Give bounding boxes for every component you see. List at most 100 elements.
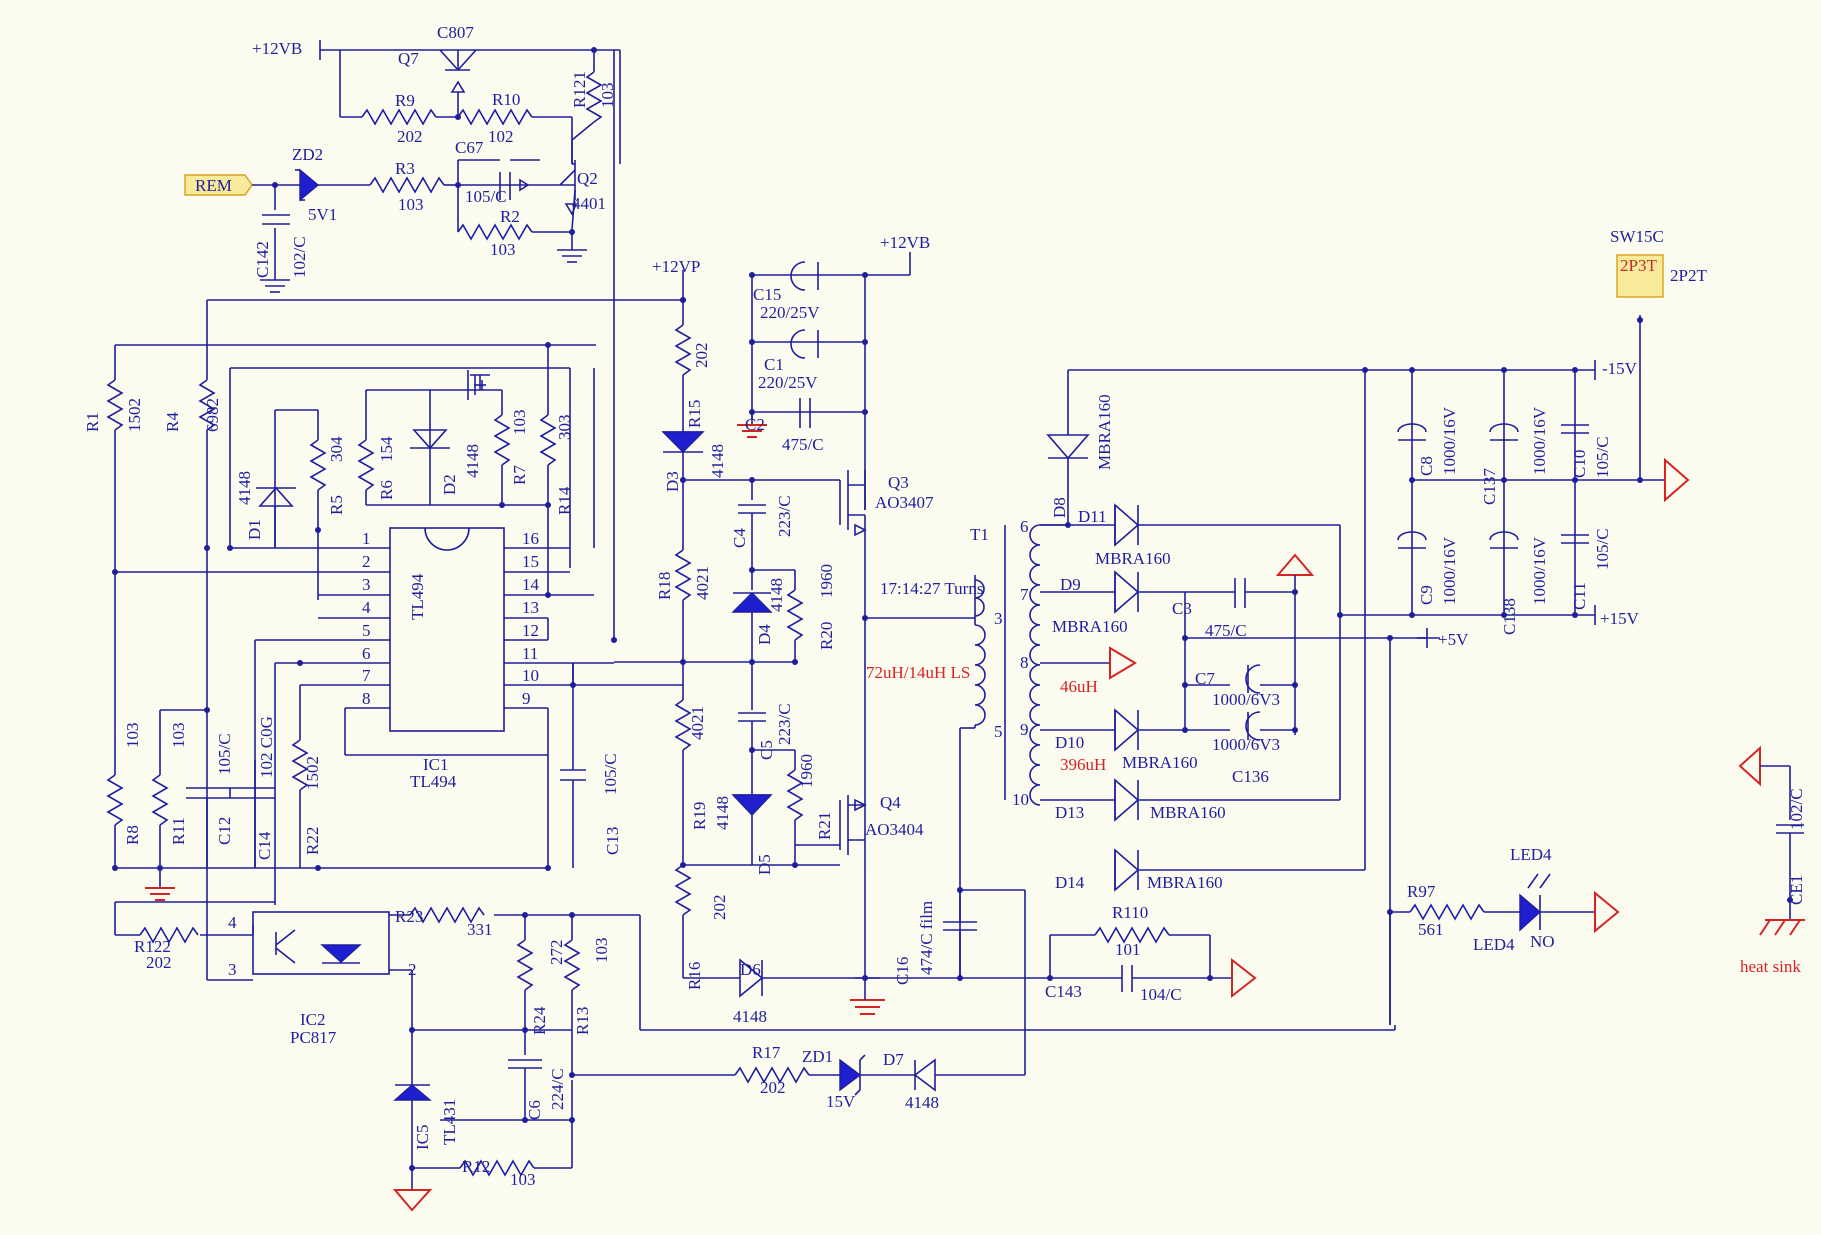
net-label-m15v: -15V [1602, 359, 1638, 378]
value-zd1: 15V [826, 1092, 856, 1111]
value-d4: 4148 [767, 578, 786, 612]
value-r10: 102 [488, 127, 514, 146]
ic5-part: TL431 [440, 1099, 459, 1145]
value-r11: 103 [169, 723, 188, 749]
t1-pin-10: 10 [1012, 790, 1029, 809]
t1-ref: T1 [970, 525, 989, 544]
value-c7: 1000/6V3 [1212, 690, 1280, 709]
label-r2: R2 [500, 207, 520, 226]
label-r11: R11 [169, 817, 188, 845]
label-r19: R19 [690, 802, 709, 830]
label-r20: R20 [817, 622, 836, 650]
label-c10: C10 [1570, 450, 1589, 478]
value-d5: 4148 [713, 796, 732, 830]
label-c13: C13 [603, 827, 622, 855]
label-c137: C137 [1480, 468, 1499, 505]
label-c142: C142 [253, 241, 272, 278]
ic1-pin-12: 12 [522, 621, 539, 640]
value-r8: 103 [123, 723, 142, 749]
ic1-pin-3: 3 [362, 575, 371, 594]
label-r9: R9 [395, 91, 415, 110]
l46-label: 46uH [1060, 677, 1098, 696]
label-r6: R6 [377, 480, 396, 500]
label-zd1: ZD1 [802, 1047, 833, 1066]
value-d2: 4148 [463, 444, 482, 478]
label-r15: R15 [685, 400, 704, 428]
value-r24: 272 [547, 940, 566, 966]
value-d8: MBRA160 [1095, 394, 1114, 470]
label-r13: R13 [573, 1007, 592, 1035]
label-r8: R8 [123, 825, 142, 845]
label-d3: D3 [663, 471, 682, 492]
value-r12: 103 [510, 1170, 536, 1189]
label-q3: Q3 [888, 473, 909, 492]
value-r19: 4021 [688, 706, 707, 740]
power-stage-block [737, 252, 1257, 1015]
label-r17: R17 [752, 1043, 781, 1062]
label-r22: R22 [303, 827, 322, 855]
ic1-pin-7: 7 [362, 666, 371, 685]
ic1-pin-14: 14 [522, 575, 540, 594]
label-r12: R12 [462, 1157, 490, 1176]
ic1-pin-2: 2 [362, 552, 371, 571]
label-c136: C136 [1232, 767, 1269, 786]
transformer-block [974, 367, 1575, 1025]
value-r122: 202 [146, 953, 172, 972]
rem-port [184, 174, 253, 196]
label-r24: R24 [530, 1006, 549, 1035]
label-d7: D7 [883, 1050, 904, 1069]
net-label-p15v: +15V [1600, 609, 1640, 628]
value-c8: 1000/16V [1440, 406, 1459, 475]
value-r4: 6982 [203, 398, 222, 432]
label-r14: R14 [555, 486, 574, 515]
sw15c-ref: SW15C [1610, 227, 1664, 246]
label-d8: D8 [1050, 497, 1069, 518]
label-d10: D10 [1055, 733, 1084, 752]
value-c143: 104/C [1140, 985, 1182, 1004]
value-c11: 105/C [1593, 528, 1612, 570]
label-c16: C16 [893, 957, 912, 985]
label-c12: C12 [215, 817, 234, 845]
value-c14: 102 C0G [257, 716, 276, 778]
value-r3: 103 [398, 195, 424, 214]
output-filter-block [1397, 254, 1690, 648]
ic2-pin-3: 3 [228, 960, 237, 979]
t1-pin-7: 7 [1020, 585, 1029, 604]
ic1-pin-11: 11 [522, 644, 538, 663]
value-r6: 154 [377, 436, 396, 462]
value-c2: 475/C [782, 435, 824, 454]
label-d4: D4 [755, 624, 774, 645]
value-q3: AO3407 [875, 493, 934, 512]
label-r5: R5 [327, 495, 346, 515]
label-c9: C9 [1417, 585, 1436, 605]
value-q4: AO3404 [865, 820, 924, 839]
value-c10: 105/C [1593, 436, 1612, 478]
label-c7: C7 [1195, 669, 1215, 688]
value-c3: 475/C [1205, 621, 1247, 640]
label-r16: R16 [685, 962, 704, 990]
label-d13: D13 [1055, 803, 1084, 822]
label-r1: R1 [83, 412, 102, 432]
value-d14: MBRA160 [1147, 873, 1223, 892]
ic2-pin-4: 4 [228, 913, 237, 932]
value-c136: 1000/6V3 [1212, 735, 1280, 754]
t1-pin-5: 5 [994, 722, 1003, 741]
value-c137: 1000/16V [1530, 406, 1549, 475]
label-zd2: ZD2 [292, 145, 323, 164]
value-c9: 1000/16V [1440, 536, 1459, 605]
label-c11: C11 [1570, 582, 1589, 610]
value-d3: 4148 [708, 444, 727, 478]
label-q2: Q2 [577, 169, 598, 188]
ic1-block [106, 50, 686, 980]
value-r1: 1502 [125, 398, 144, 432]
value-zd2: 5V1 [308, 205, 337, 224]
value-r7: 103 [510, 410, 529, 436]
value-r21: 1960 [797, 754, 816, 788]
ic1-pin-5: 5 [362, 621, 371, 640]
gate-drive-block [614, 270, 865, 998]
ic1-pin-13: 13 [522, 598, 539, 617]
value-r110: 101 [1115, 940, 1141, 959]
ic1-pin-4: 4 [362, 598, 371, 617]
